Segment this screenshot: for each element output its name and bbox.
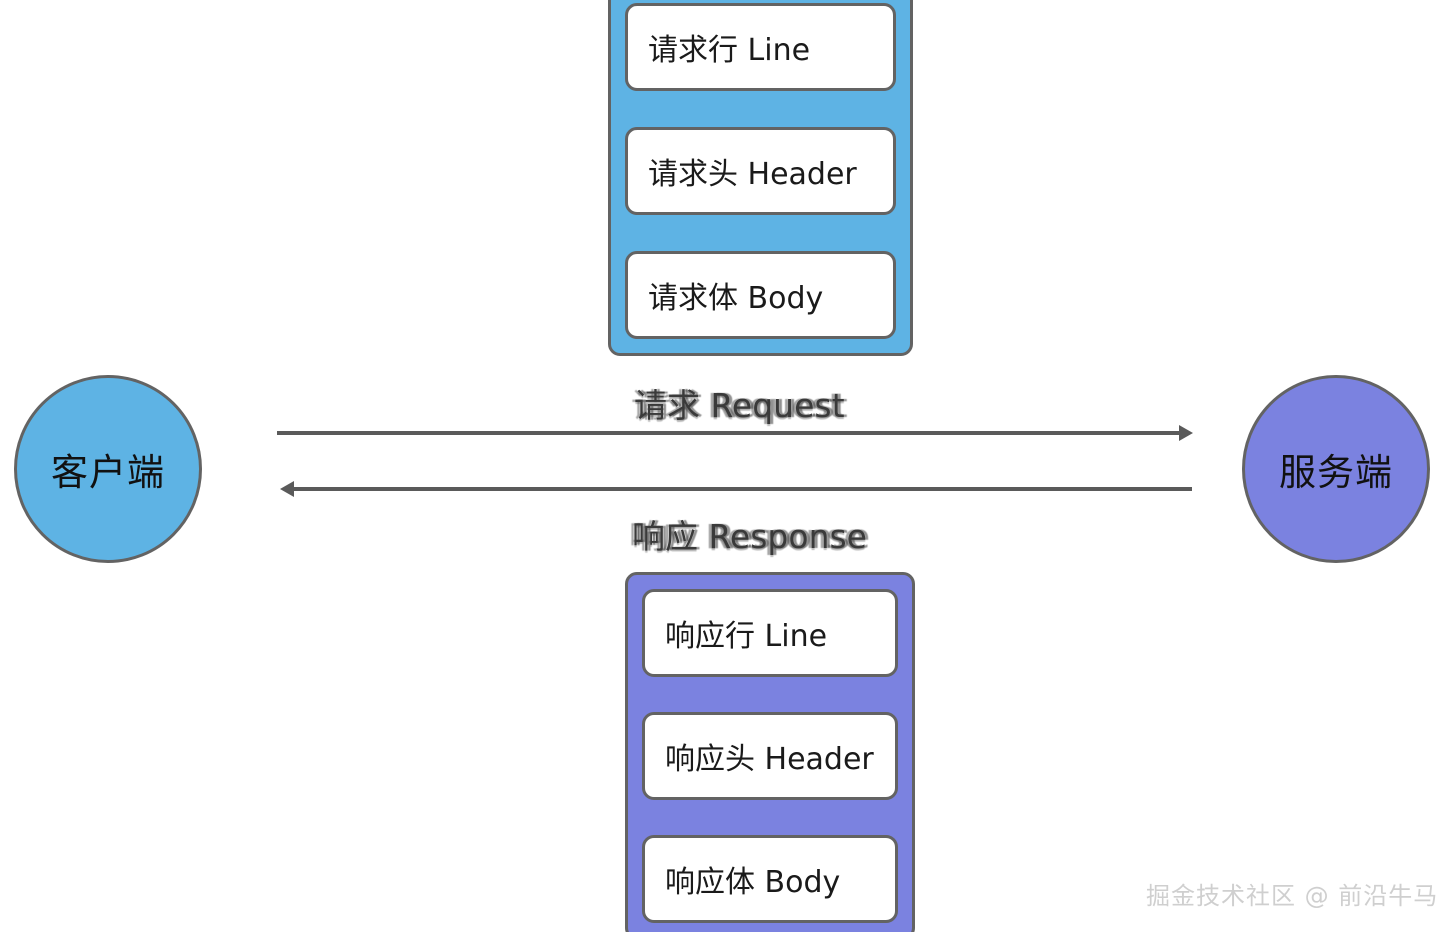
response-arrow-line <box>289 487 1192 491</box>
response-line-field[interactable]: 响应行 Line <box>642 589 898 677</box>
response-arrow-caption: 响应 Response <box>632 517 867 556</box>
response-header-label: 响应头 Header <box>665 742 874 777</box>
request-packet[interactable]: 请求行 Line 请求头 Header 请求体 Body <box>608 0 913 356</box>
request-header-field[interactable]: 请求头 Header <box>625 127 896 215</box>
request-line-field[interactable]: 请求行 Line <box>625 3 896 91</box>
request-arrow-caption: 请求 Request <box>634 386 845 425</box>
request-arrow-line <box>277 431 1185 435</box>
request-header-label: 请求头 Header <box>648 157 857 192</box>
response-body-label: 响应体 Body <box>665 865 841 900</box>
arrow-head-right-icon <box>1179 425 1193 441</box>
arrow-head-left-icon <box>280 481 294 497</box>
request-line-label: 请求行 Line <box>648 33 811 68</box>
response-line-label: 响应行 Line <box>665 619 828 654</box>
response-packet[interactable]: 响应行 Line 响应头 Header 响应体 Body <box>625 572 915 932</box>
client-node[interactable]: 客户端 <box>14 375 202 563</box>
client-node-label: 客户端 <box>51 451 165 494</box>
watermark: 掘金技术社区 @ 前沿牛马 <box>1146 882 1439 910</box>
server-node[interactable]: 服务端 <box>1242 375 1430 563</box>
request-body-label: 请求体 Body <box>648 281 824 316</box>
response-header-field[interactable]: 响应头 Header <box>642 712 898 800</box>
server-node-label: 服务端 <box>1279 451 1393 494</box>
response-body-field[interactable]: 响应体 Body <box>642 835 898 923</box>
request-body-field[interactable]: 请求体 Body <box>625 251 896 339</box>
